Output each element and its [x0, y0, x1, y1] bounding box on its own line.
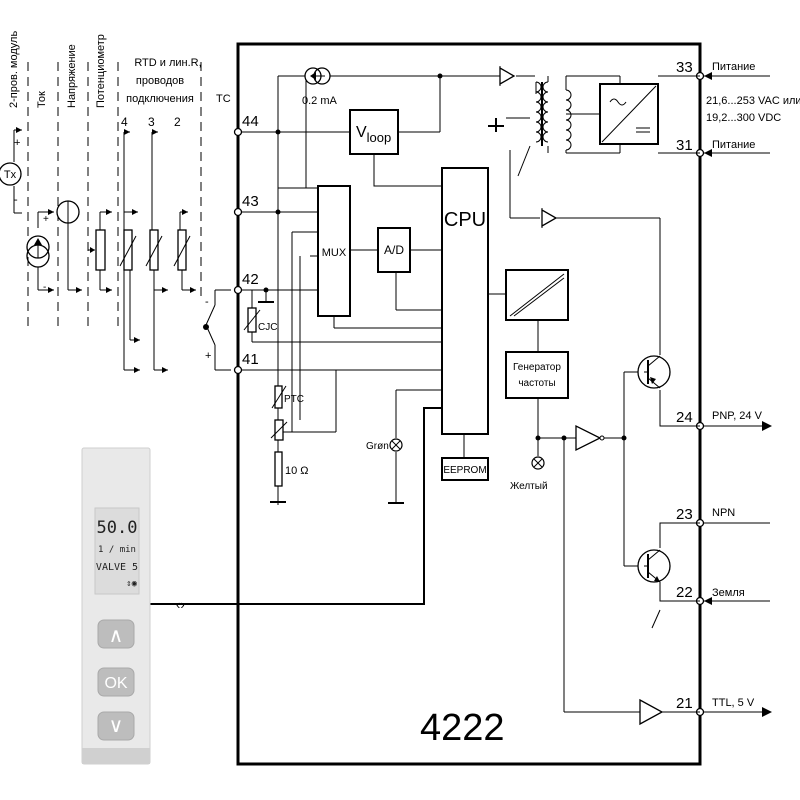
- mux-block: [317, 185, 351, 317]
- terminal-42: 42: [242, 271, 259, 288]
- diode-middle: [541, 208, 558, 228]
- label-wire-2: 2: [174, 115, 181, 129]
- label-wire-4: 4: [121, 115, 128, 129]
- terminal-43: 43: [242, 193, 259, 210]
- terminal-22: 22: [676, 584, 693, 601]
- label-wire-3: 3: [148, 115, 155, 129]
- chevron-down-icon: ∨: [109, 715, 124, 737]
- lcd-status: ⇕◉: [126, 579, 137, 589]
- label-rtd: RTD и лин.R,: [134, 57, 201, 69]
- lcd-value: 50.0: [97, 518, 138, 538]
- resistor-label: 10 Ω: [285, 465, 309, 477]
- cpu-block: [441, 167, 489, 435]
- cpu-label: CPU: [444, 209, 486, 231]
- tx-label: Tx: [4, 169, 17, 181]
- terminal-24: 24: [676, 409, 693, 426]
- generator-label-2: частоты: [518, 378, 555, 389]
- lcd-label: VALVE 5: [96, 562, 138, 573]
- label-current: Ток: [36, 91, 48, 108]
- pnp-label: PNP, 24 V: [712, 410, 763, 422]
- supply-range-2: 19,2...300 VDC: [706, 112, 781, 124]
- current-plus: +: [43, 214, 49, 225]
- terminal-31: 31: [676, 137, 693, 154]
- frequency-generator-block: [505, 351, 569, 399]
- buffer-pnp-npn: [575, 424, 605, 452]
- current-source-label: 0.2 mA: [302, 95, 338, 107]
- comm-arrows-icon: ‹›: [176, 597, 185, 612]
- label-rtd-line2: проводов: [136, 75, 184, 87]
- input-terminals: [233, 127, 243, 375]
- npn-transistor: [637, 549, 671, 583]
- tx-plus: +: [14, 137, 20, 149]
- terminal-44: 44: [242, 113, 259, 130]
- label-two-wire: 2-пров. модуль: [8, 31, 20, 108]
- npn-switch: [651, 609, 661, 629]
- label-rtd-line3: подключения: [126, 93, 194, 105]
- power-33-label: Питание: [712, 61, 755, 73]
- current-source-symbol: [26, 211, 54, 291]
- lcd-unit: 1 / min: [98, 545, 136, 555]
- mux-label: MUX: [322, 247, 347, 259]
- eeprom-label: EEPROM: [443, 465, 486, 476]
- ad-block: [377, 227, 411, 273]
- terminal-21: 21: [676, 695, 693, 712]
- tc-minus: -: [205, 296, 209, 308]
- ptc-label: PTC: [284, 394, 304, 405]
- transmitter-symbol: [0, 129, 22, 214]
- voltage-source-symbol: [56, 200, 82, 291]
- terminal-33: 33: [676, 59, 693, 76]
- power-31-label: Питание: [712, 139, 755, 151]
- button-ok[interactable]: OK: [97, 667, 135, 697]
- vloop-label: Vloop: [356, 124, 391, 145]
- npn-label: NPN: [712, 507, 735, 519]
- internal-wiring: [150, 75, 700, 713]
- ttl-label: TTL, 5 V: [712, 697, 755, 709]
- green-led: [389, 438, 403, 452]
- input-arrows: [16, 127, 196, 373]
- potentiometer-symbol: [88, 211, 112, 291]
- buffer-ttl: [639, 698, 664, 726]
- current-minus: -: [43, 282, 46, 293]
- button-down[interactable]: ∨: [97, 711, 135, 741]
- supply-range-1: 21,6...253 VAC или: [706, 95, 800, 107]
- diode-top: [499, 66, 516, 86]
- button-up[interactable]: ∧: [97, 619, 135, 649]
- pnp-transistor: [637, 355, 671, 389]
- label-voltage: Напряжение: [66, 44, 78, 108]
- yellow-led-label: Желтый: [510, 481, 548, 492]
- thermocouple-symbol: [203, 289, 231, 371]
- ok-label: OK: [104, 675, 127, 692]
- junctions: [263, 73, 627, 441]
- hmi-lcd: [94, 507, 140, 595]
- device-model: 4222: [420, 707, 505, 749]
- chevron-up-icon: ∧: [109, 625, 124, 647]
- tx-minus: -: [14, 194, 18, 206]
- cjc-label: CJC: [258, 322, 277, 333]
- separator-lines: [27, 62, 202, 330]
- terminal-41: 41: [242, 351, 259, 368]
- ad-label: A/D: [384, 243, 404, 257]
- generator-label-1: Генератор: [513, 362, 561, 373]
- tc-plus: +: [205, 350, 211, 362]
- output-wires: [704, 72, 772, 717]
- yellow-led: [531, 456, 545, 470]
- resistor-10-ohm: [274, 451, 283, 487]
- ground-label: Земля: [712, 587, 745, 599]
- current-source-0-2ma: [304, 67, 331, 85]
- terminal-23: 23: [676, 506, 693, 523]
- rtd-resistors: [119, 131, 196, 371]
- eeprom-block: [441, 457, 489, 481]
- label-tc: TC: [216, 93, 231, 105]
- vloop-block: [349, 109, 399, 155]
- device-housing: [236, 42, 702, 766]
- transformer-symbol: [535, 81, 572, 151]
- label-potentiometer: Потенциометр: [95, 34, 107, 108]
- green-led-label: Grøn: [366, 441, 389, 452]
